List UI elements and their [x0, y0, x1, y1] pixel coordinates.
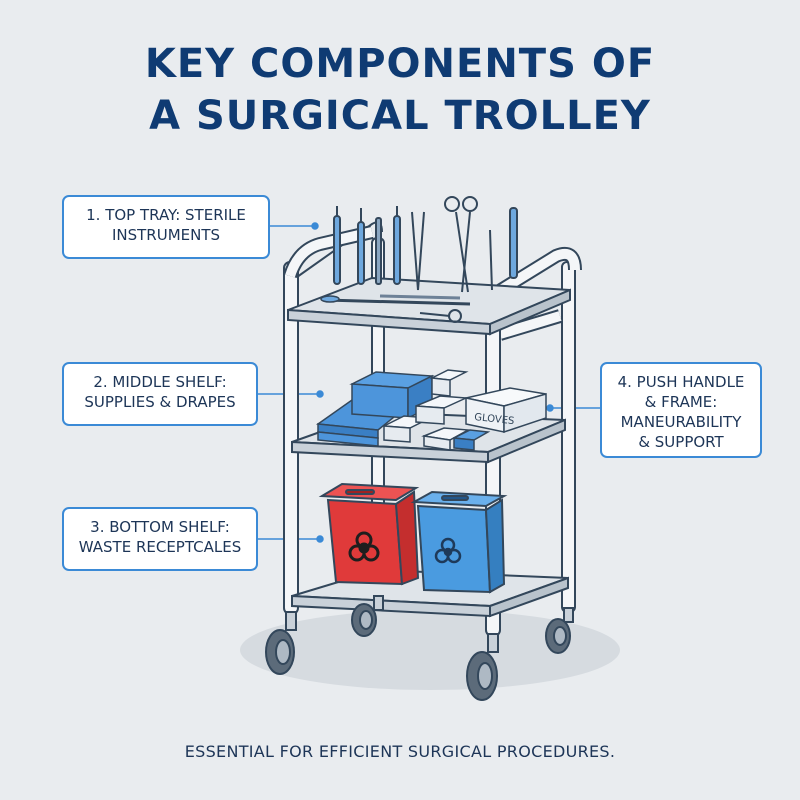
push-bar	[498, 311, 562, 339]
callout-3-line-2: WASTE RECEPTCALES	[78, 538, 242, 556]
top-tray	[287, 276, 571, 336]
callout-bottom-shelf: 3. BOTTOM SHELF: WASTE RECEPTCALES	[62, 507, 258, 571]
supplies	[315, 369, 547, 451]
biohazard-icon	[348, 531, 380, 562]
title-line-1: KEY COMPONENTS OF	[144, 41, 656, 87]
tray-instrument-1	[324, 298, 471, 306]
biohazard-icon-blue	[434, 537, 462, 564]
callout-2-line-1: 2. MIDDLE SHELF:	[93, 373, 227, 391]
scalpel-icon	[333, 215, 341, 285]
caster-wheel-icon	[265, 595, 574, 701]
blue-waste-bin	[410, 490, 508, 594]
callout-4-line-1: 4. PUSH HANDLE	[617, 373, 745, 391]
forceps-icon	[411, 211, 419, 291]
caption: ESSENTIAL FOR EFFICIENT SURGICAL PROCEDU…	[184, 742, 616, 761]
right-handle-fill	[485, 248, 580, 303]
front-handle-bar	[285, 227, 374, 278]
tray-instrument-2	[379, 294, 461, 300]
callout-2-line-2: SUPPLIES & DRAPES	[84, 393, 236, 411]
callout-4-line-4: & SUPPORT	[638, 433, 724, 451]
title-line-2: A SURGICAL TROLLEY	[149, 93, 651, 139]
callout-middle-shelf: 2. MIDDLE SHELF: SUPPLIES & DRAPES	[62, 362, 258, 426]
callout-4-line-2: & FRAME:	[644, 393, 718, 411]
back-right-post	[561, 261, 576, 613]
callout-4-line-3: MANEURABILITY	[620, 413, 742, 431]
callout-1-line-1: 1. TOP TRAY: STERILE	[86, 206, 246, 224]
standing-instruments	[333, 196, 518, 293]
callout-3-line-1: 3. BOTTOM SHELF:	[90, 518, 230, 536]
callout-1-line-2: INSTRUMENTS	[111, 226, 221, 244]
red-waste-bin	[318, 482, 420, 586]
page-title: KEY COMPONENTS OF A SURGICAL TROLLEY	[0, 38, 800, 142]
callout-top-tray: 1. TOP TRAY: STERILE INSTRUMENTS	[62, 195, 270, 259]
callout-push-handle: 4. PUSH HANDLE & FRAME: MANEURABILITY & …	[600, 362, 762, 458]
gloves-box-label: GLOVES	[474, 412, 515, 427]
floor-shadow	[240, 610, 620, 690]
